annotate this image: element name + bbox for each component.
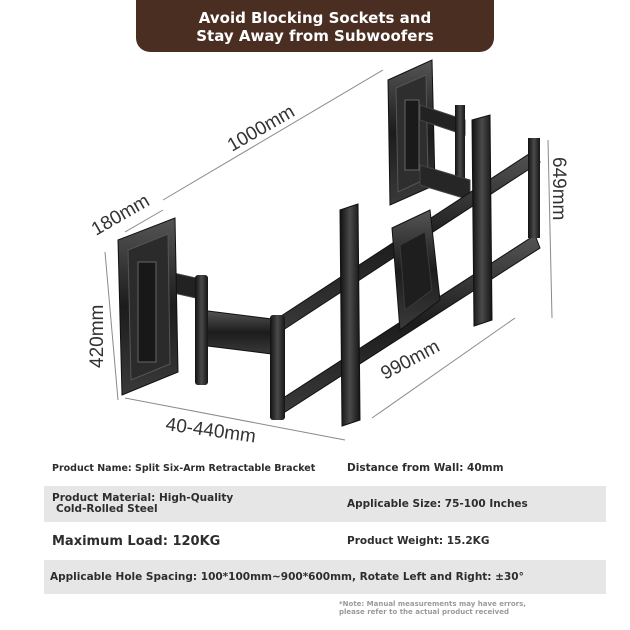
dim-40-440: 40-440mm [164,414,257,447]
product-material-line-1: Product Material: High-Quality [52,492,234,504]
bracket-diagram: 1000mm 180mm 420mm 40-440mm 990mm 649mm [87,59,569,448]
product-material-line-2: Cold-Rolled Steel [56,503,158,515]
hole-spacing: Applicable Hole Spacing: 100*100mm~900*6… [50,571,524,583]
measurement-note: *Note: Manual measurements may have erro… [339,600,539,616]
spec-row: Product Name: Split Six-Arm Retractable … [44,450,606,486]
spec-row: Product Material: High-Quality Cold-Roll… [44,486,606,522]
dim-1000: 1000mm [224,101,299,156]
spec-row: Applicable Hole Spacing: 100*100mm~900*6… [44,560,606,594]
center-module [391,209,441,331]
max-load: Maximum Load: 120KG [52,533,221,549]
spec-table: Product Name: Split Six-Arm Retractable … [44,450,606,594]
left-wall-plate [117,217,179,396]
banner-line-1: Avoid Blocking Sockets and [198,9,432,27]
left-arm [159,269,285,420]
banner-line-2: Stay Away from Subwoofers [196,27,434,45]
vertical-rails [339,114,493,427]
product-material: Product Material: High-Quality Cold-Roll… [52,493,233,515]
dim-649: 649mm [548,157,569,220]
note-line-1: *Note: Manual measurements may have erro… [339,600,526,608]
product-weight: Product Weight: 15.2KG [347,535,490,547]
dim-420: 420mm [87,305,108,368]
spec-row: Maximum Load: 120KG Product Weight: 15.2… [44,522,606,560]
dimension-lines [104,69,553,441]
applicable-size: Applicable Size: 75-100 Inches [347,498,528,510]
distance-from-wall: Distance from Wall: 40mm [347,462,504,474]
product-name: Product Name: Split Six-Arm Retractable … [52,462,316,474]
right-wall-plate [387,59,436,206]
note-line-2: please refer to the actual product recei… [339,608,509,616]
header-banner: Avoid Blocking Sockets and Stay Away fro… [136,0,494,52]
